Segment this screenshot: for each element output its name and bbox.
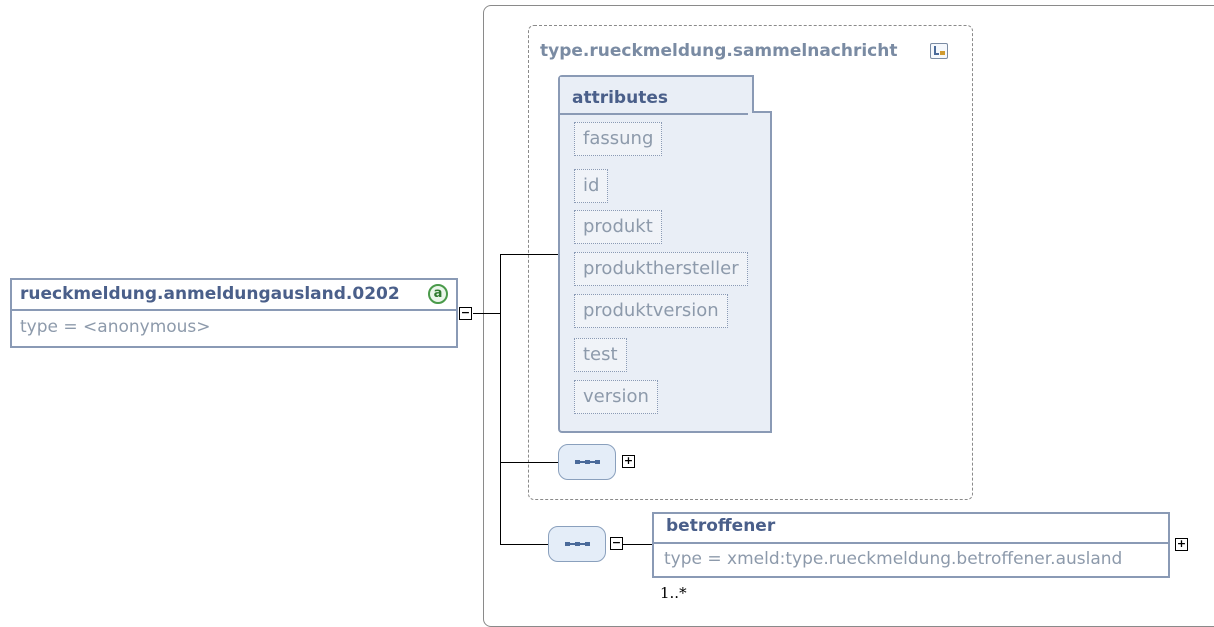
child-expand-toggle[interactable]: + [1175, 537, 1188, 551]
attributes-notch [752, 75, 772, 113]
sequence-collapse-toggle[interactable]: − [610, 536, 623, 550]
root-collapse-toggle[interactable]: − [459, 306, 472, 320]
attribute-version[interactable]: version [574, 380, 658, 414]
attribute-produkthersteller[interactable]: produkthersteller [574, 252, 748, 286]
sequence-compositor-icon[interactable] [558, 444, 616, 480]
child-element-box[interactable] [652, 512, 1170, 578]
attributes-header [560, 77, 748, 115]
child-element-type: type = xmeld:type.rueckmeldung.betroffen… [664, 549, 1123, 569]
child-divider [654, 542, 1168, 544]
complex-type-box [528, 25, 973, 500]
complex-type-name: type.rueckmeldung.sammelnachricht [540, 41, 898, 61]
multiplicity-label: 1..* [660, 584, 687, 602]
attribute-produktversion[interactable]: produktversion [574, 294, 728, 328]
root-element-type: type = <anonymous> [20, 317, 211, 337]
connector-attributes [500, 254, 558, 255]
sequence-expand-toggle[interactable]: + [622, 454, 635, 468]
attribute-test[interactable]: test [574, 338, 627, 372]
connector-root [473, 313, 501, 314]
annotation-icon: a [428, 284, 448, 304]
root-divider [12, 309, 456, 311]
attribute-produkt[interactable]: produkt [574, 210, 662, 244]
attribute-id[interactable]: id [574, 169, 609, 203]
connector-sequence-2 [500, 544, 548, 545]
sequence-compositor-icon[interactable] [548, 526, 606, 562]
connector-child [623, 544, 652, 545]
connector-sequence-1 [500, 462, 558, 463]
child-element-name: betroffener [666, 516, 776, 536]
attributes-title: attributes [572, 88, 668, 108]
complex-type-icon[interactable] [930, 43, 948, 59]
connector-trunk [500, 254, 501, 544]
root-element-name: rueckmeldung.anmeldungausland.0202 [20, 284, 400, 304]
attribute-fassung[interactable]: fassung [574, 122, 663, 156]
root-element-box[interactable] [10, 278, 458, 348]
